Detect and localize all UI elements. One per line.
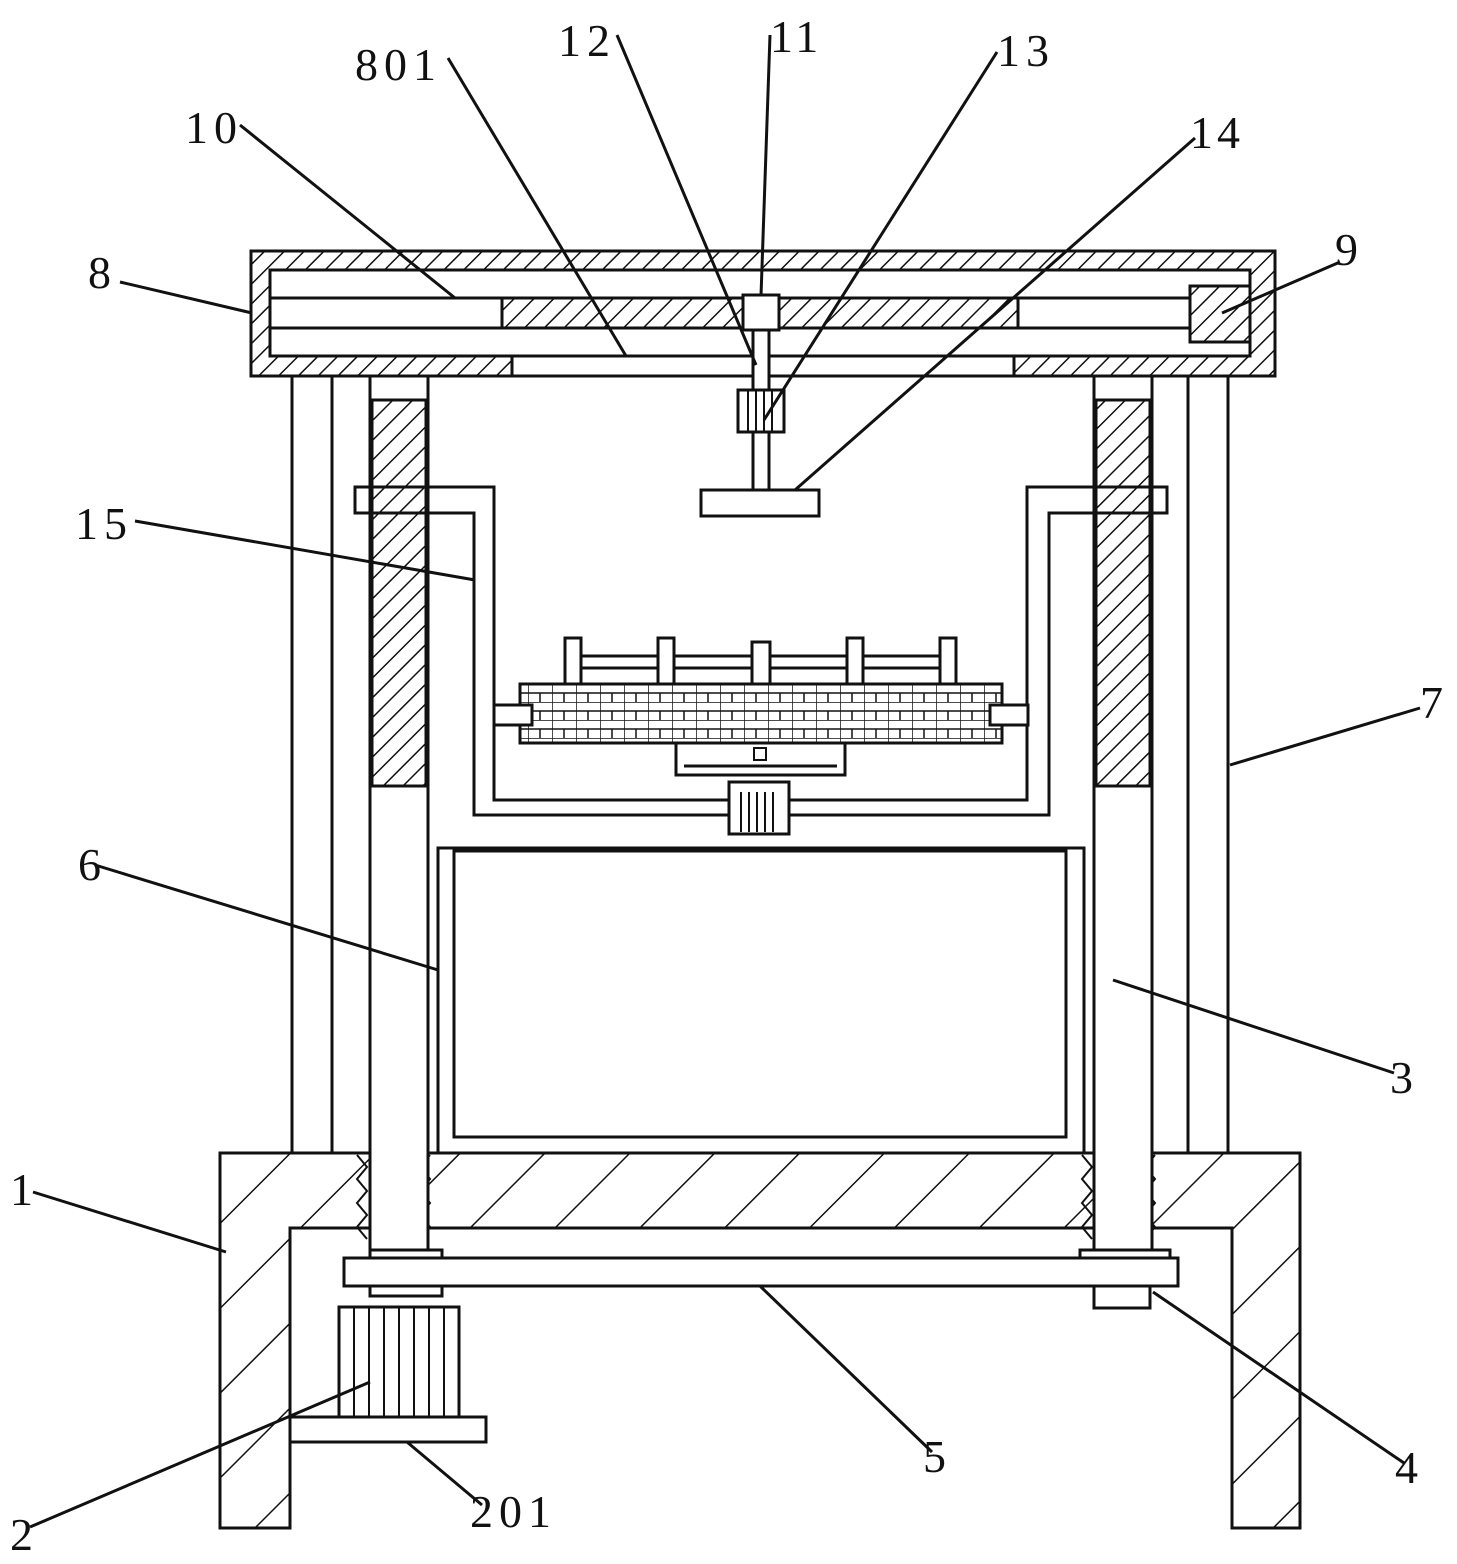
roller-assembly — [492, 636, 1030, 836]
label-2: 2 — [10, 1509, 33, 1560]
motor-9 — [1188, 284, 1252, 344]
collection-box — [436, 846, 1086, 1155]
outer-columns — [290, 374, 1230, 1155]
label-3: 3 — [1390, 1052, 1413, 1103]
label-801: 801 — [355, 39, 442, 90]
label-10: 10 — [185, 102, 243, 153]
label-1: 1 — [10, 1164, 33, 1215]
label-14: 14 — [1190, 107, 1244, 158]
belt-drive — [342, 1248, 1180, 1310]
screw-shafts — [368, 374, 1154, 1254]
lifting-frame — [353, 485, 1169, 817]
label-13: 13 — [997, 25, 1055, 76]
label-7: 7 — [1420, 677, 1443, 728]
label-15: 15 — [75, 498, 133, 549]
label-201: 201 — [470, 1486, 557, 1537]
label-6: 6 — [78, 839, 101, 890]
label-11: 11 — [770, 11, 822, 62]
labels: 8 10 801 12 11 13 14 9 15 7 6 3 1 4 5 2 … — [10, 11, 1443, 1560]
label-12: 12 — [558, 15, 616, 66]
label-4: 4 — [1395, 1442, 1418, 1493]
drive-motor — [288, 1305, 488, 1444]
label-9: 9 — [1335, 224, 1358, 275]
leader-lines — [29, 34, 1421, 1529]
label-5: 5 — [923, 1431, 946, 1482]
label-8: 8 — [88, 247, 111, 298]
hanging-assembly — [699, 293, 821, 518]
